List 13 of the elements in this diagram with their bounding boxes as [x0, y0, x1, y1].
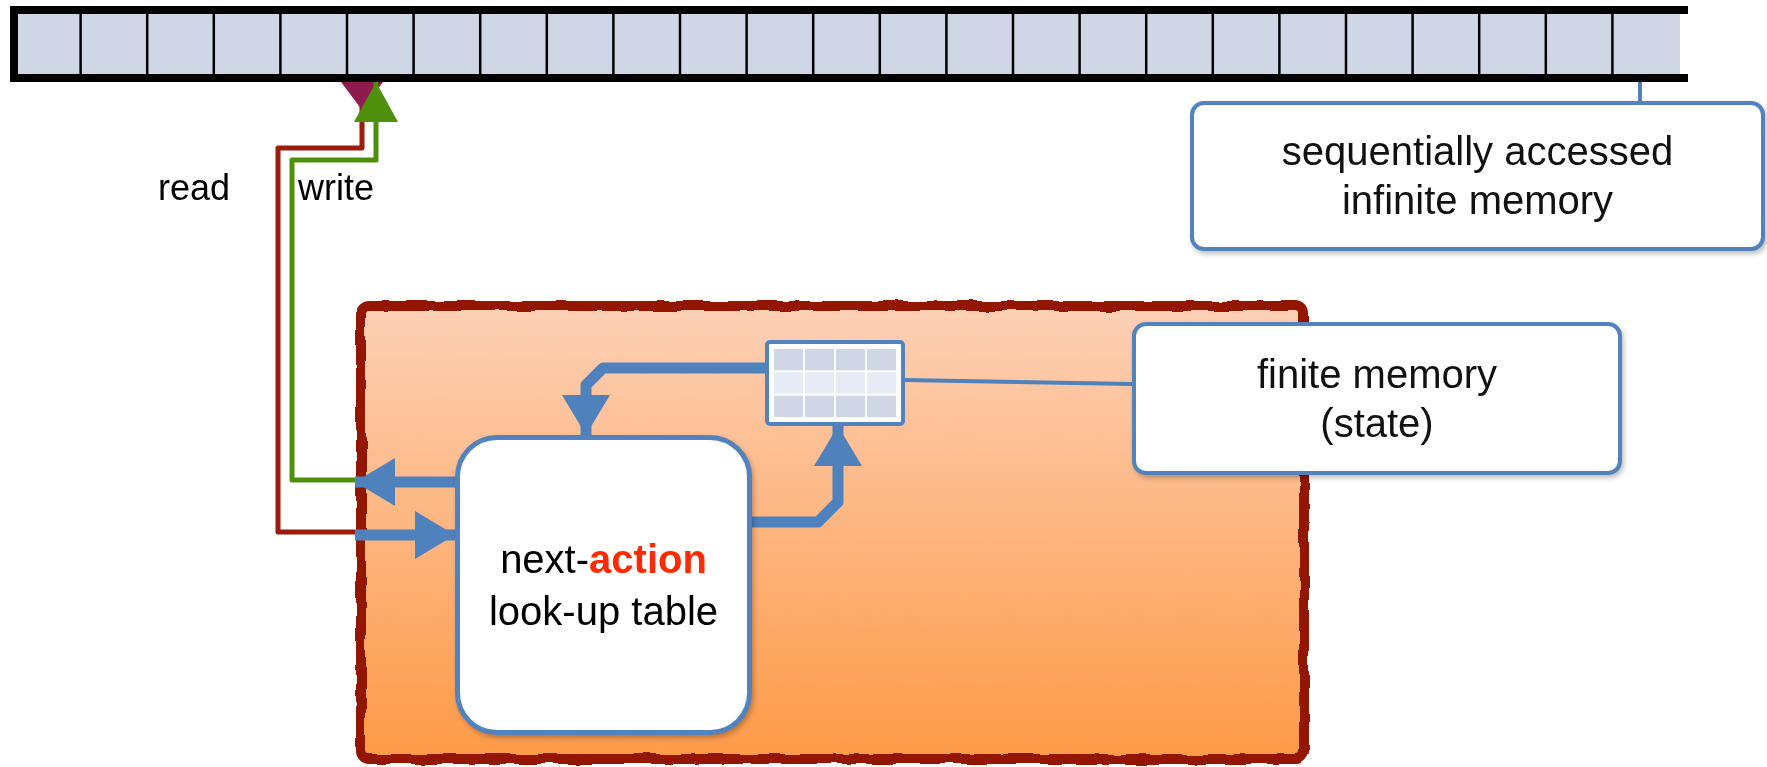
- callout-box: finite memory (state): [1132, 322, 1622, 475]
- leader-line: [1638, 82, 1642, 101]
- arrow: [275, 82, 383, 535]
- arrow: [289, 82, 398, 483]
- callout-box: sequentially accessed infinite memory: [1190, 101, 1765, 251]
- arrow: [355, 511, 455, 559]
- arrow: [355, 458, 455, 506]
- arrow: [752, 426, 862, 528]
- leader-line: [904, 378, 1133, 386]
- edge-label: read: [158, 167, 231, 209]
- edge-label: write: [298, 167, 374, 209]
- process-box: next-action look-up table: [455, 435, 752, 735]
- arrow: [562, 362, 765, 435]
